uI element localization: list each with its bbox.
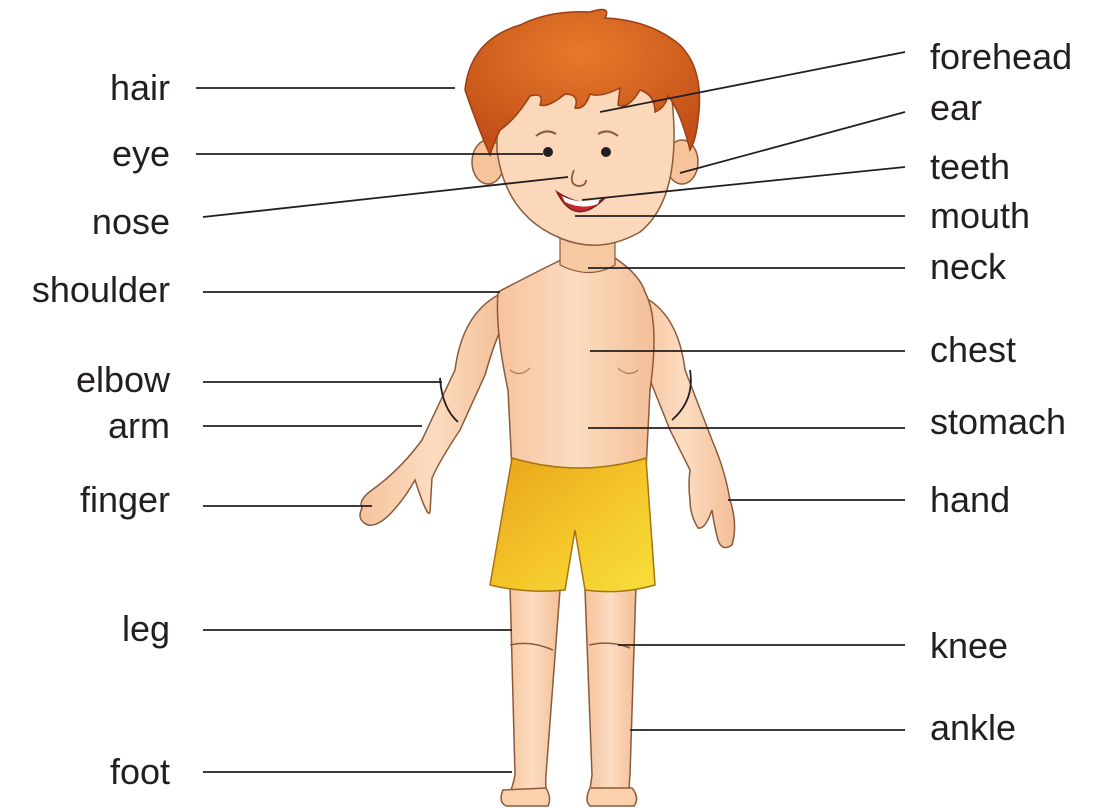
label-finger: finger <box>80 480 170 520</box>
label-foot: foot <box>110 752 170 792</box>
left-arm <box>360 295 505 525</box>
label-nose: nose <box>92 202 170 242</box>
label-eye: eye <box>112 134 170 174</box>
right-leg <box>585 585 636 802</box>
label-hand: hand <box>930 480 1010 520</box>
head <box>465 10 700 246</box>
label-ear: ear <box>930 88 982 128</box>
left-eye <box>543 147 553 157</box>
label-mouth: mouth <box>930 196 1030 236</box>
label-stomach: stomach <box>930 402 1066 442</box>
right-foot <box>587 788 637 806</box>
label-neck: neck <box>930 247 1006 287</box>
label-ankle: ankle <box>930 708 1016 748</box>
torso <box>497 258 654 470</box>
left-foot <box>501 788 550 806</box>
label-chest: chest <box>930 330 1016 370</box>
left-leg <box>505 585 560 802</box>
label-forehead: forehead <box>930 37 1072 77</box>
shorts <box>490 458 655 592</box>
ear-line <box>680 112 905 173</box>
label-hair: hair <box>110 68 170 108</box>
right-eye <box>601 147 611 157</box>
label-leg: leg <box>122 609 170 649</box>
label-knee: knee <box>930 626 1008 666</box>
legs <box>501 585 636 806</box>
label-teeth: teeth <box>930 147 1010 187</box>
label-shoulder: shoulder <box>32 270 170 310</box>
label-elbow: elbow <box>76 360 170 400</box>
label-arm: arm <box>108 406 170 446</box>
